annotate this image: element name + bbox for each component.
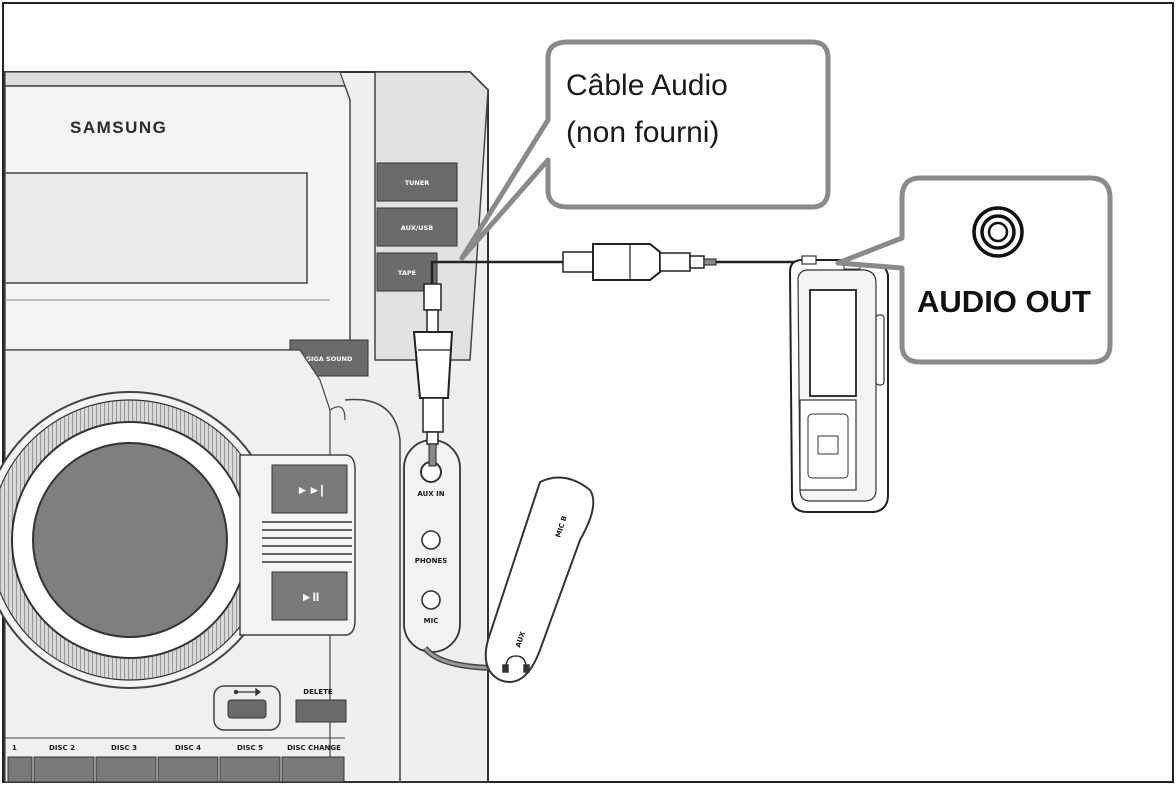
next-track-button[interactable] bbox=[271, 464, 348, 514]
side-trim bbox=[344, 398, 401, 782]
player-screen bbox=[809, 289, 857, 397]
disc-3-label: DISC 3 bbox=[111, 744, 137, 752]
disc-change-button[interactable] bbox=[281, 756, 345, 783]
stereo-unit: SAMSUNG TUNER AUX/USB TAPE GIGA SOUND bbox=[0, 71, 595, 783]
jack-cover-flap[interactable]: AUX MIC B bbox=[484, 476, 595, 683]
disc-3-button[interactable] bbox=[95, 756, 157, 783]
disc-change-label: DISC CHANGE bbox=[287, 744, 341, 752]
tuner-button-label: TUNER bbox=[405, 179, 430, 187]
tape-button[interactable] bbox=[376, 252, 438, 292]
audio-cable bbox=[412, 243, 812, 467]
jack-panel: AUX IN PHONES MIC bbox=[403, 439, 461, 653]
headphones-icon bbox=[502, 655, 530, 673]
disc-5-label: DISC 5 bbox=[237, 744, 263, 752]
mic-jack[interactable] bbox=[421, 590, 441, 610]
disc-2-button[interactable] bbox=[33, 756, 95, 783]
usb-port[interactable] bbox=[227, 699, 267, 719]
playback-controls: ►►| ►II bbox=[239, 454, 356, 636]
tuner-button[interactable] bbox=[376, 162, 458, 202]
player-headphone-jack[interactable] bbox=[801, 255, 817, 265]
aux-usb-button-label: AUX/USB bbox=[401, 224, 433, 232]
tape-button-label: TAPE bbox=[398, 269, 416, 277]
cable-plug-inline bbox=[562, 243, 717, 281]
giga-sound-label: GIGA SOUND bbox=[306, 355, 353, 363]
port-callout: AUDIO OUT bbox=[835, 175, 1113, 365]
aux-in-label: AUX IN bbox=[417, 490, 444, 498]
cable-callout-line1: Câble Audio bbox=[566, 69, 728, 102]
mp3-player bbox=[788, 255, 889, 513]
play-pause-button[interactable] bbox=[271, 571, 348, 621]
disc-1-button[interactable] bbox=[7, 756, 33, 783]
cable-callout-line2: (non fourni) bbox=[566, 116, 719, 149]
disc-4-label: DISC 4 bbox=[175, 744, 201, 752]
delete-label: DELETE bbox=[303, 688, 333, 696]
volume-knob[interactable] bbox=[0, 391, 279, 689]
play-pause-label: ►II bbox=[301, 590, 320, 604]
cable-plug-aux bbox=[412, 283, 454, 467]
next-track-label: ►►| bbox=[296, 483, 323, 497]
display-window bbox=[4, 172, 308, 284]
player-side-switch[interactable] bbox=[875, 314, 885, 386]
disc-2-label: DISC 2 bbox=[49, 744, 75, 752]
aux-usb-button[interactable] bbox=[376, 207, 458, 247]
disc-1-label: 1 bbox=[12, 744, 17, 752]
usb-icon bbox=[233, 687, 261, 697]
brand-logo: SAMSUNG bbox=[70, 118, 167, 137]
unit-top-strip bbox=[4, 71, 346, 87]
audio-out-label: AUDIO OUT bbox=[917, 284, 1091, 319]
cable-callout: Câble Audio (non fourni) bbox=[459, 39, 831, 261]
delete-button[interactable] bbox=[295, 699, 347, 723]
source-buttons: TUNER AUX/USB TAPE bbox=[376, 162, 458, 292]
audio-jack-icon bbox=[972, 206, 1024, 258]
phones-jack[interactable] bbox=[421, 530, 441, 550]
disc-4-button[interactable] bbox=[157, 756, 219, 783]
disc-button-row: 1 DISC 2 DISC 3 DISC 4 DISC 5 DISC CHANG… bbox=[5, 737, 345, 783]
disc-5-button[interactable] bbox=[219, 756, 281, 783]
mic-label: MIC bbox=[424, 617, 439, 625]
phones-label: PHONES bbox=[415, 557, 448, 565]
